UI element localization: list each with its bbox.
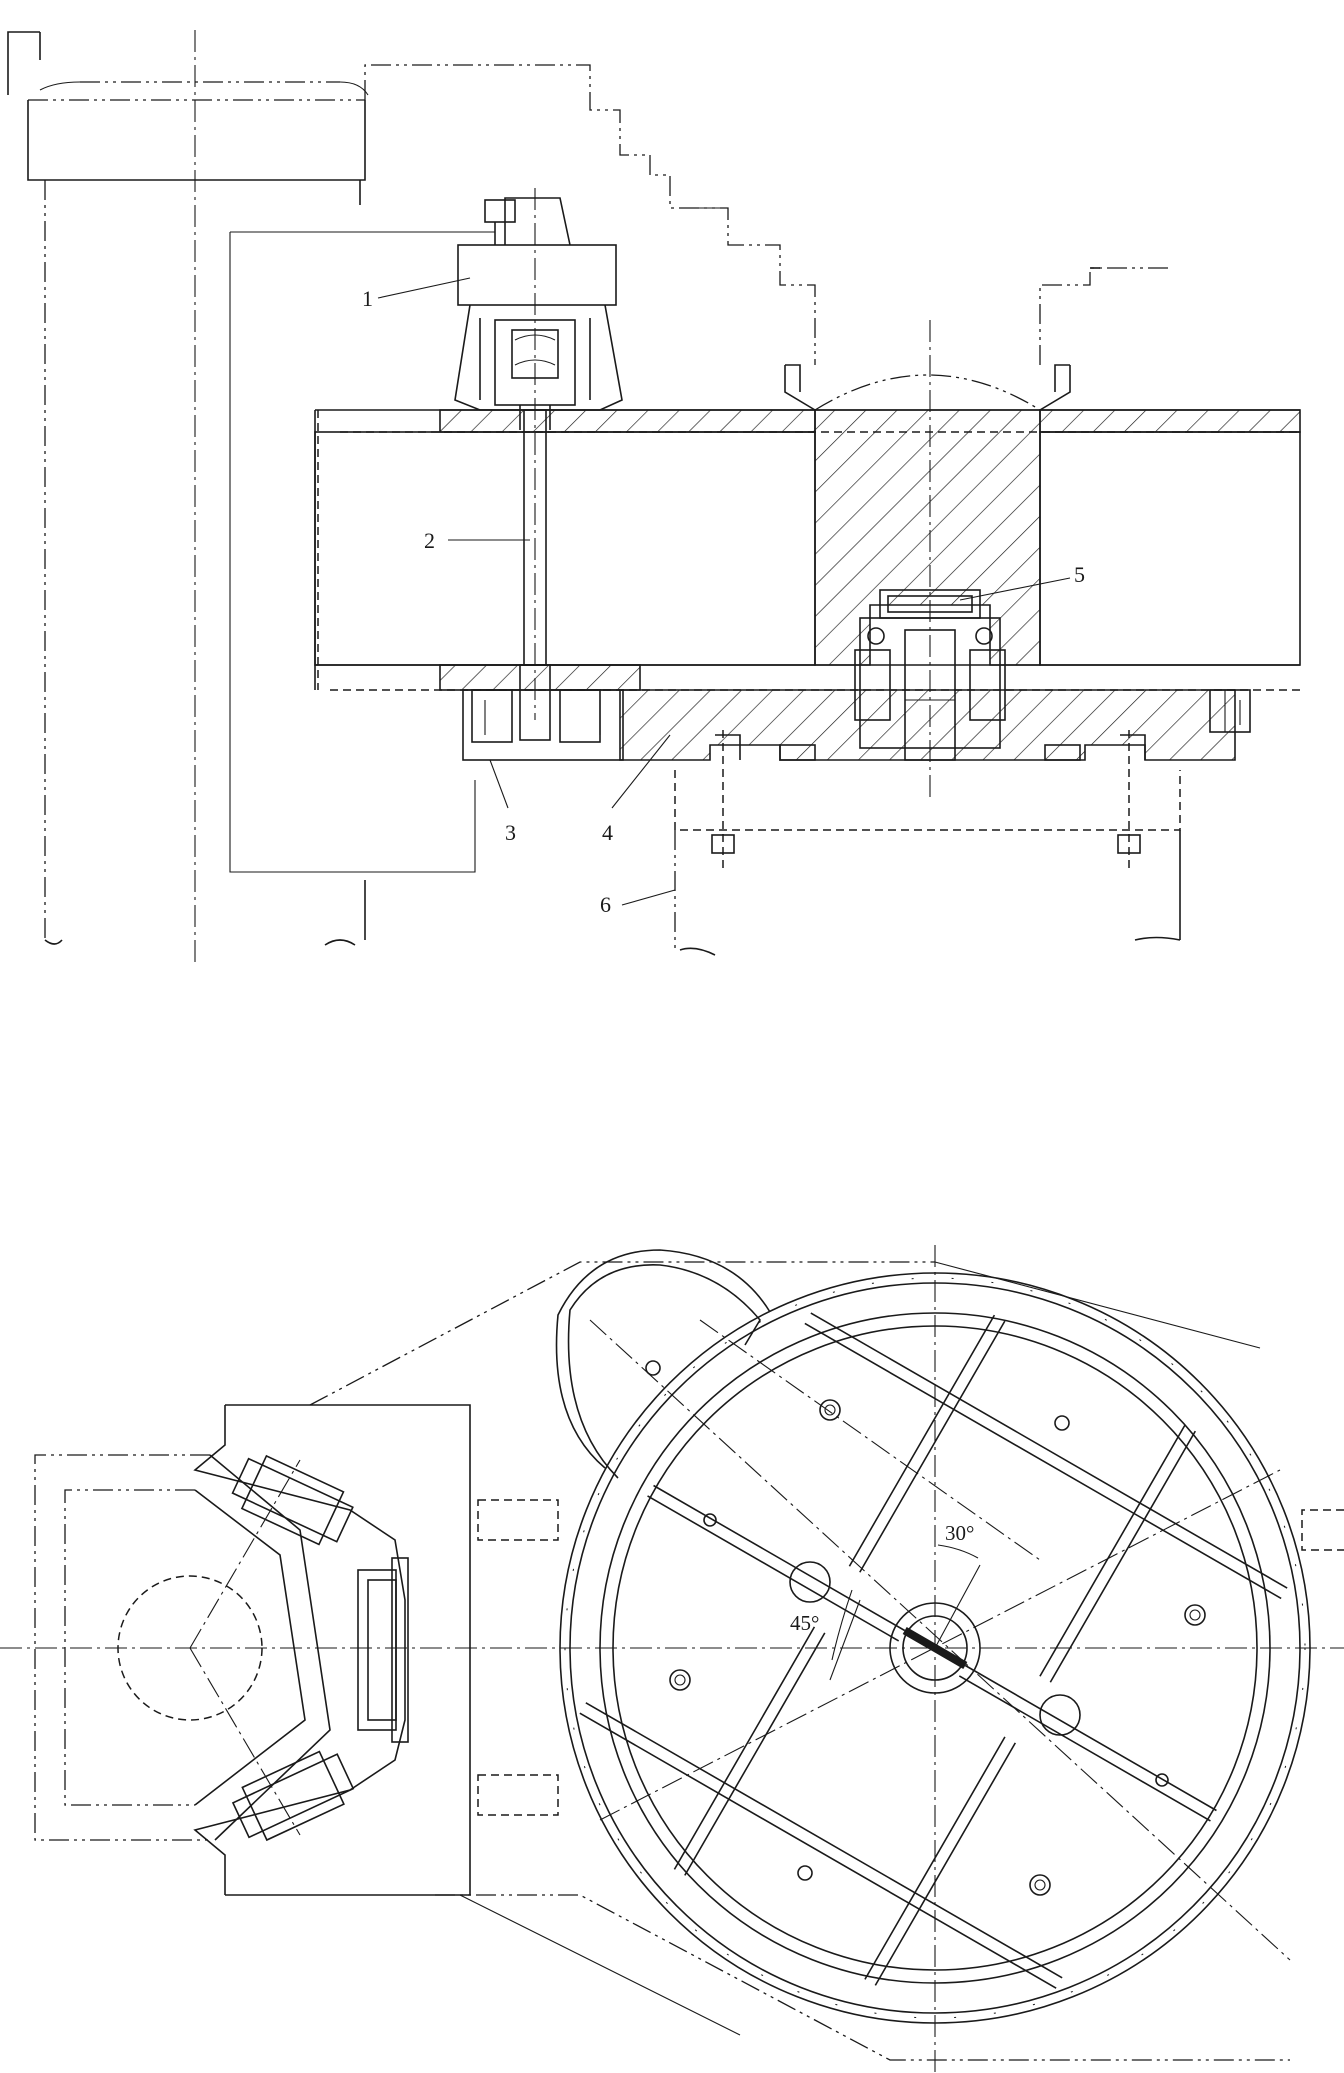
angle-30-label: 30° [945,1521,974,1545]
base-support [674,730,1181,956]
angle-arc-45 [831,1589,853,1661]
callout-5: 5 [1074,562,1085,587]
section-view: 1 2 3 4 5 6 [7,30,1301,965]
pinion-housing [462,664,624,761]
bolt-bosses [645,1360,1206,1896]
callout-4: 4 [602,820,613,845]
angle-arc-30 [937,1544,979,1559]
callout-3: 3 [505,820,516,845]
callout-leaders [377,277,1071,906]
callout-2: 2 [424,528,435,553]
angle-45-label: 45° [790,1611,819,1635]
workpiece-stepped-outline [364,64,1170,365]
center-bearing [854,320,1006,800]
callout-6: 6 [600,892,611,917]
bracket-plate [193,1404,559,1896]
machine-column [7,30,495,965]
plan-view: 30° 45° [0,1245,1344,2073]
table-body [314,364,1301,691]
callout-1: 1 [362,286,373,311]
turntable [555,1249,1311,2024]
drive-motor [454,188,623,720]
